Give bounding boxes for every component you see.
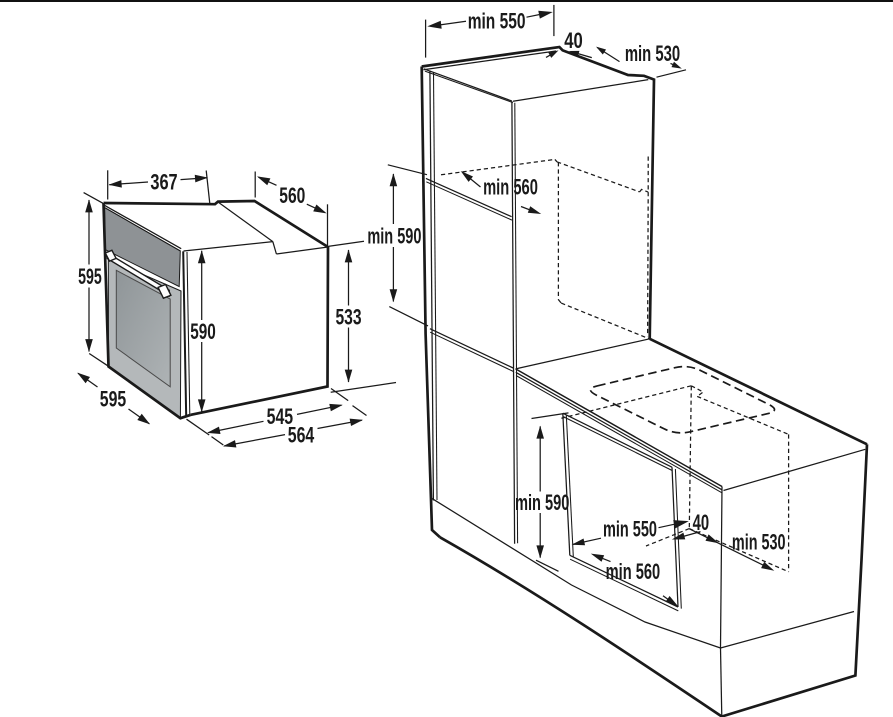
svg-text:min 530: min 530 bbox=[625, 41, 680, 66]
svg-text:min 560: min 560 bbox=[483, 175, 538, 200]
svg-text:min 560: min 560 bbox=[606, 559, 661, 584]
svg-text:min 550: min 550 bbox=[468, 8, 526, 33]
svg-text:533: 533 bbox=[335, 305, 361, 330]
svg-text:590: 590 bbox=[190, 319, 216, 344]
svg-text:564: 564 bbox=[288, 423, 315, 448]
svg-text:min 590: min 590 bbox=[367, 224, 421, 249]
svg-text:min 550: min 550 bbox=[603, 516, 657, 541]
svg-text:595: 595 bbox=[78, 264, 102, 289]
svg-text:595: 595 bbox=[100, 387, 126, 412]
svg-text:367: 367 bbox=[150, 169, 177, 194]
svg-text:40: 40 bbox=[564, 28, 583, 53]
svg-text:545: 545 bbox=[267, 404, 294, 429]
svg-text:560: 560 bbox=[279, 183, 305, 208]
svg-text:min 530: min 530 bbox=[732, 530, 786, 555]
svg-text:min 590: min 590 bbox=[515, 490, 570, 515]
svg-text:40: 40 bbox=[693, 510, 710, 535]
